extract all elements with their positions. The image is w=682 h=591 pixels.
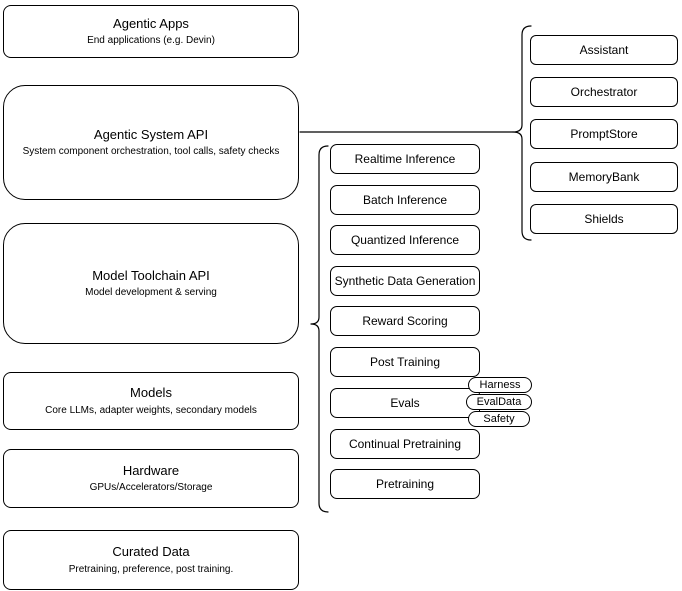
- node-reward-scoring: Reward Scoring: [330, 306, 480, 336]
- node-pretraining: Pretraining: [330, 469, 480, 499]
- node-subtitle: End applications (e.g. Devin): [87, 35, 215, 47]
- node-batch-inference: Batch Inference: [330, 185, 480, 215]
- node-synthetic-data-generation: Synthetic Data Generation: [330, 266, 480, 296]
- node-subtitle: Pretraining, preference, post training.: [68, 563, 234, 575]
- node-subtitle: System component orchestration, tool cal…: [22, 146, 280, 158]
- system-components-curly-brace: [512, 25, 532, 241]
- node-title: Agentic Apps: [113, 15, 189, 31]
- node-models: Models Core LLMs, adapter weights, secon…: [3, 372, 299, 430]
- node-promptstore: PromptStore: [530, 119, 678, 149]
- node-subtitle: Core LLMs, adapter weights, secondary mo…: [45, 404, 257, 416]
- node-evals: Evals: [330, 388, 480, 418]
- node-title: Models: [130, 385, 172, 401]
- node-orchestrator: Orchestrator: [530, 77, 678, 107]
- node-hardware: Hardware GPUs/Accelerators/Storage: [3, 449, 299, 508]
- node-title: Curated Data: [112, 544, 190, 560]
- node-shields: Shields: [530, 204, 678, 234]
- tag-safety: Safety: [468, 411, 530, 427]
- node-subtitle: Model development & serving: [85, 287, 217, 299]
- node-realtime-inference: Realtime Inference: [330, 144, 480, 174]
- node-title: Agentic System API: [93, 126, 209, 142]
- node-agentic-system-api: Agentic System API System component orch…: [3, 85, 299, 200]
- node-assistant: Assistant: [530, 35, 678, 65]
- toolchain-curly-brace: [310, 145, 329, 513]
- node-title: Model Toolchain API: [92, 267, 210, 283]
- node-post-training: Post Training: [330, 347, 480, 377]
- node-model-toolchain-api: Model Toolchain API Model development & …: [3, 223, 299, 344]
- tag-harness: Harness: [468, 377, 532, 393]
- node-memorybank: MemoryBank: [530, 162, 678, 192]
- tag-evaldata: EvalData: [466, 394, 532, 410]
- node-curated-data: Curated Data Pretraining, preference, po…: [3, 530, 299, 590]
- node-quantized-inference: Quantized Inference: [330, 225, 480, 255]
- node-title: Hardware: [122, 462, 180, 478]
- node-subtitle: GPUs/Accelerators/Storage: [89, 482, 213, 494]
- node-continual-pretraining: Continual Pretraining: [330, 429, 480, 459]
- node-agentic-apps: Agentic Apps End applications (e.g. Devi…: [3, 5, 299, 58]
